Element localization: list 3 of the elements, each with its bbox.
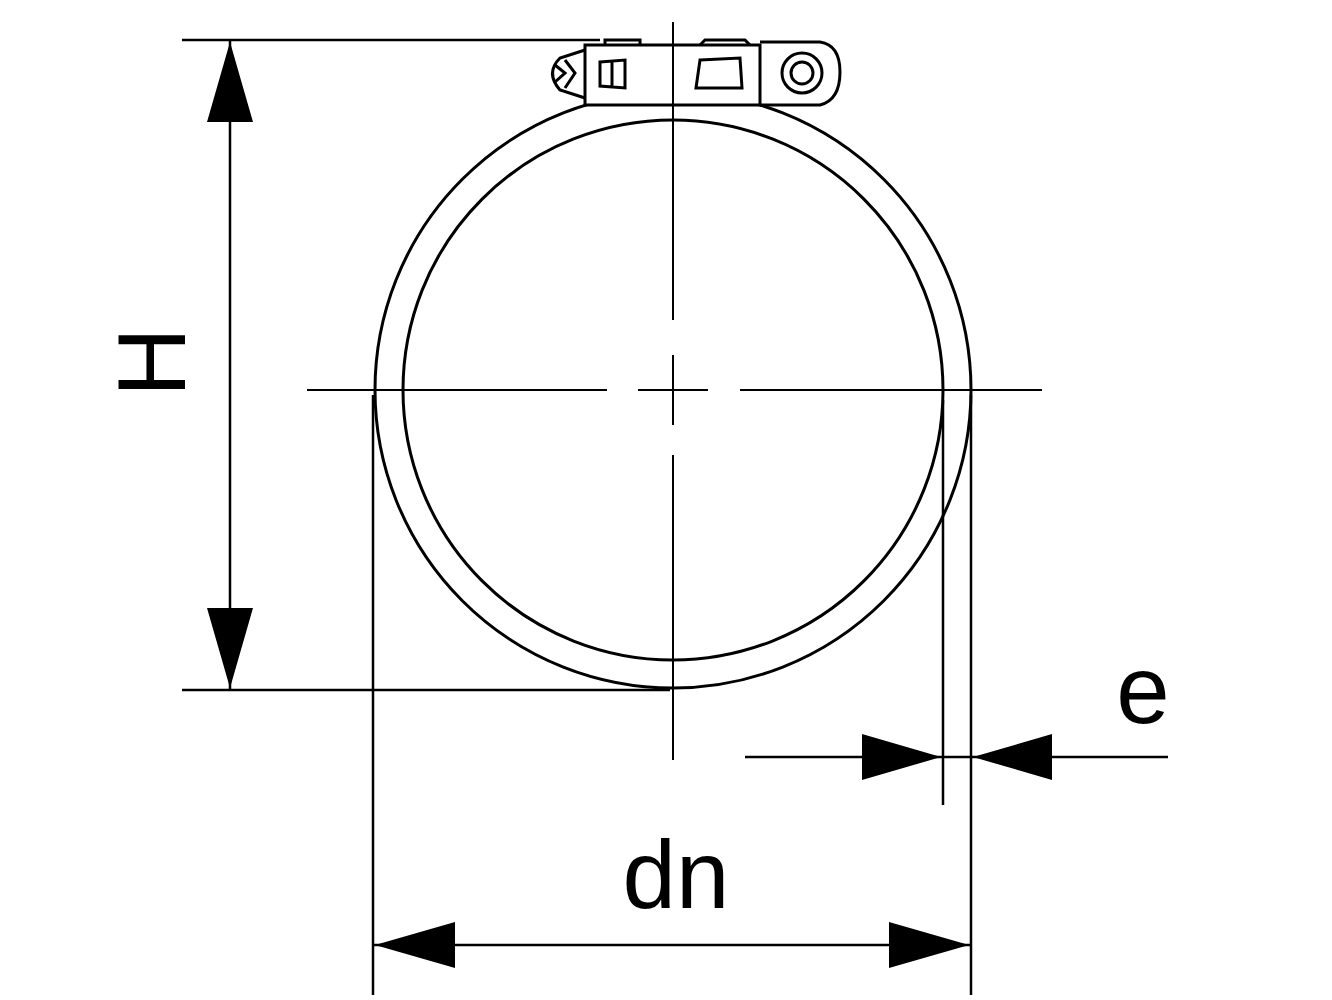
- dimension-label: e: [1116, 642, 1170, 738]
- dimension-label: H: [104, 327, 200, 397]
- dimension-label: dn: [622, 827, 730, 923]
